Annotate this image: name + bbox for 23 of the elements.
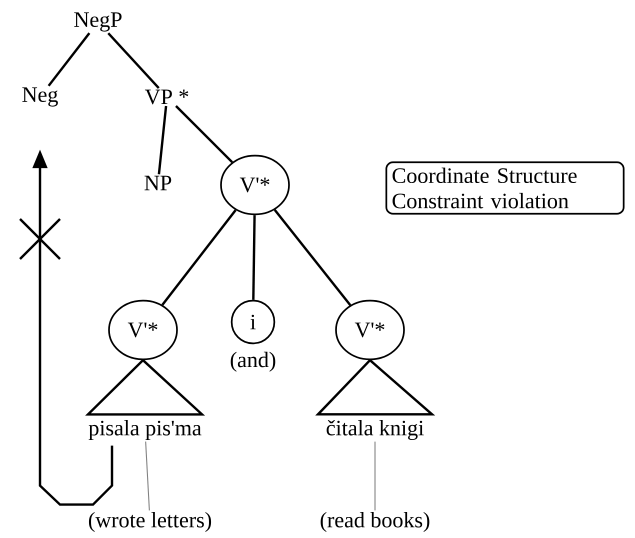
tree-branch xyxy=(161,209,237,306)
circled-category: V'* xyxy=(220,154,290,216)
circled-category: V'* xyxy=(335,300,405,360)
category-label: NegP xyxy=(74,12,122,32)
tree-branch xyxy=(107,32,160,89)
gloss-text: (wrote letters) xyxy=(88,512,212,532)
phrase-text: pisala pis'ma xyxy=(88,420,202,440)
tree-branch xyxy=(252,215,256,300)
tree-branch xyxy=(175,105,234,164)
circled-category: V'* xyxy=(108,300,178,360)
leader-line xyxy=(374,442,376,510)
gloss-text: (read books) xyxy=(320,512,430,532)
tree-branch xyxy=(48,32,90,87)
gloss-text: (and) xyxy=(230,352,276,372)
category-label: Neg xyxy=(22,87,58,107)
phrase-text: čitala knigi xyxy=(326,420,424,440)
leader-line xyxy=(145,442,150,510)
category-label: NP xyxy=(144,176,172,190)
category-label: VP * xyxy=(144,90,188,104)
note-box: Coordinate Structure Constraint violation xyxy=(385,161,625,215)
tree-branch xyxy=(274,209,352,306)
circled-conjunction: i xyxy=(230,300,276,344)
tree-branch xyxy=(158,106,168,174)
